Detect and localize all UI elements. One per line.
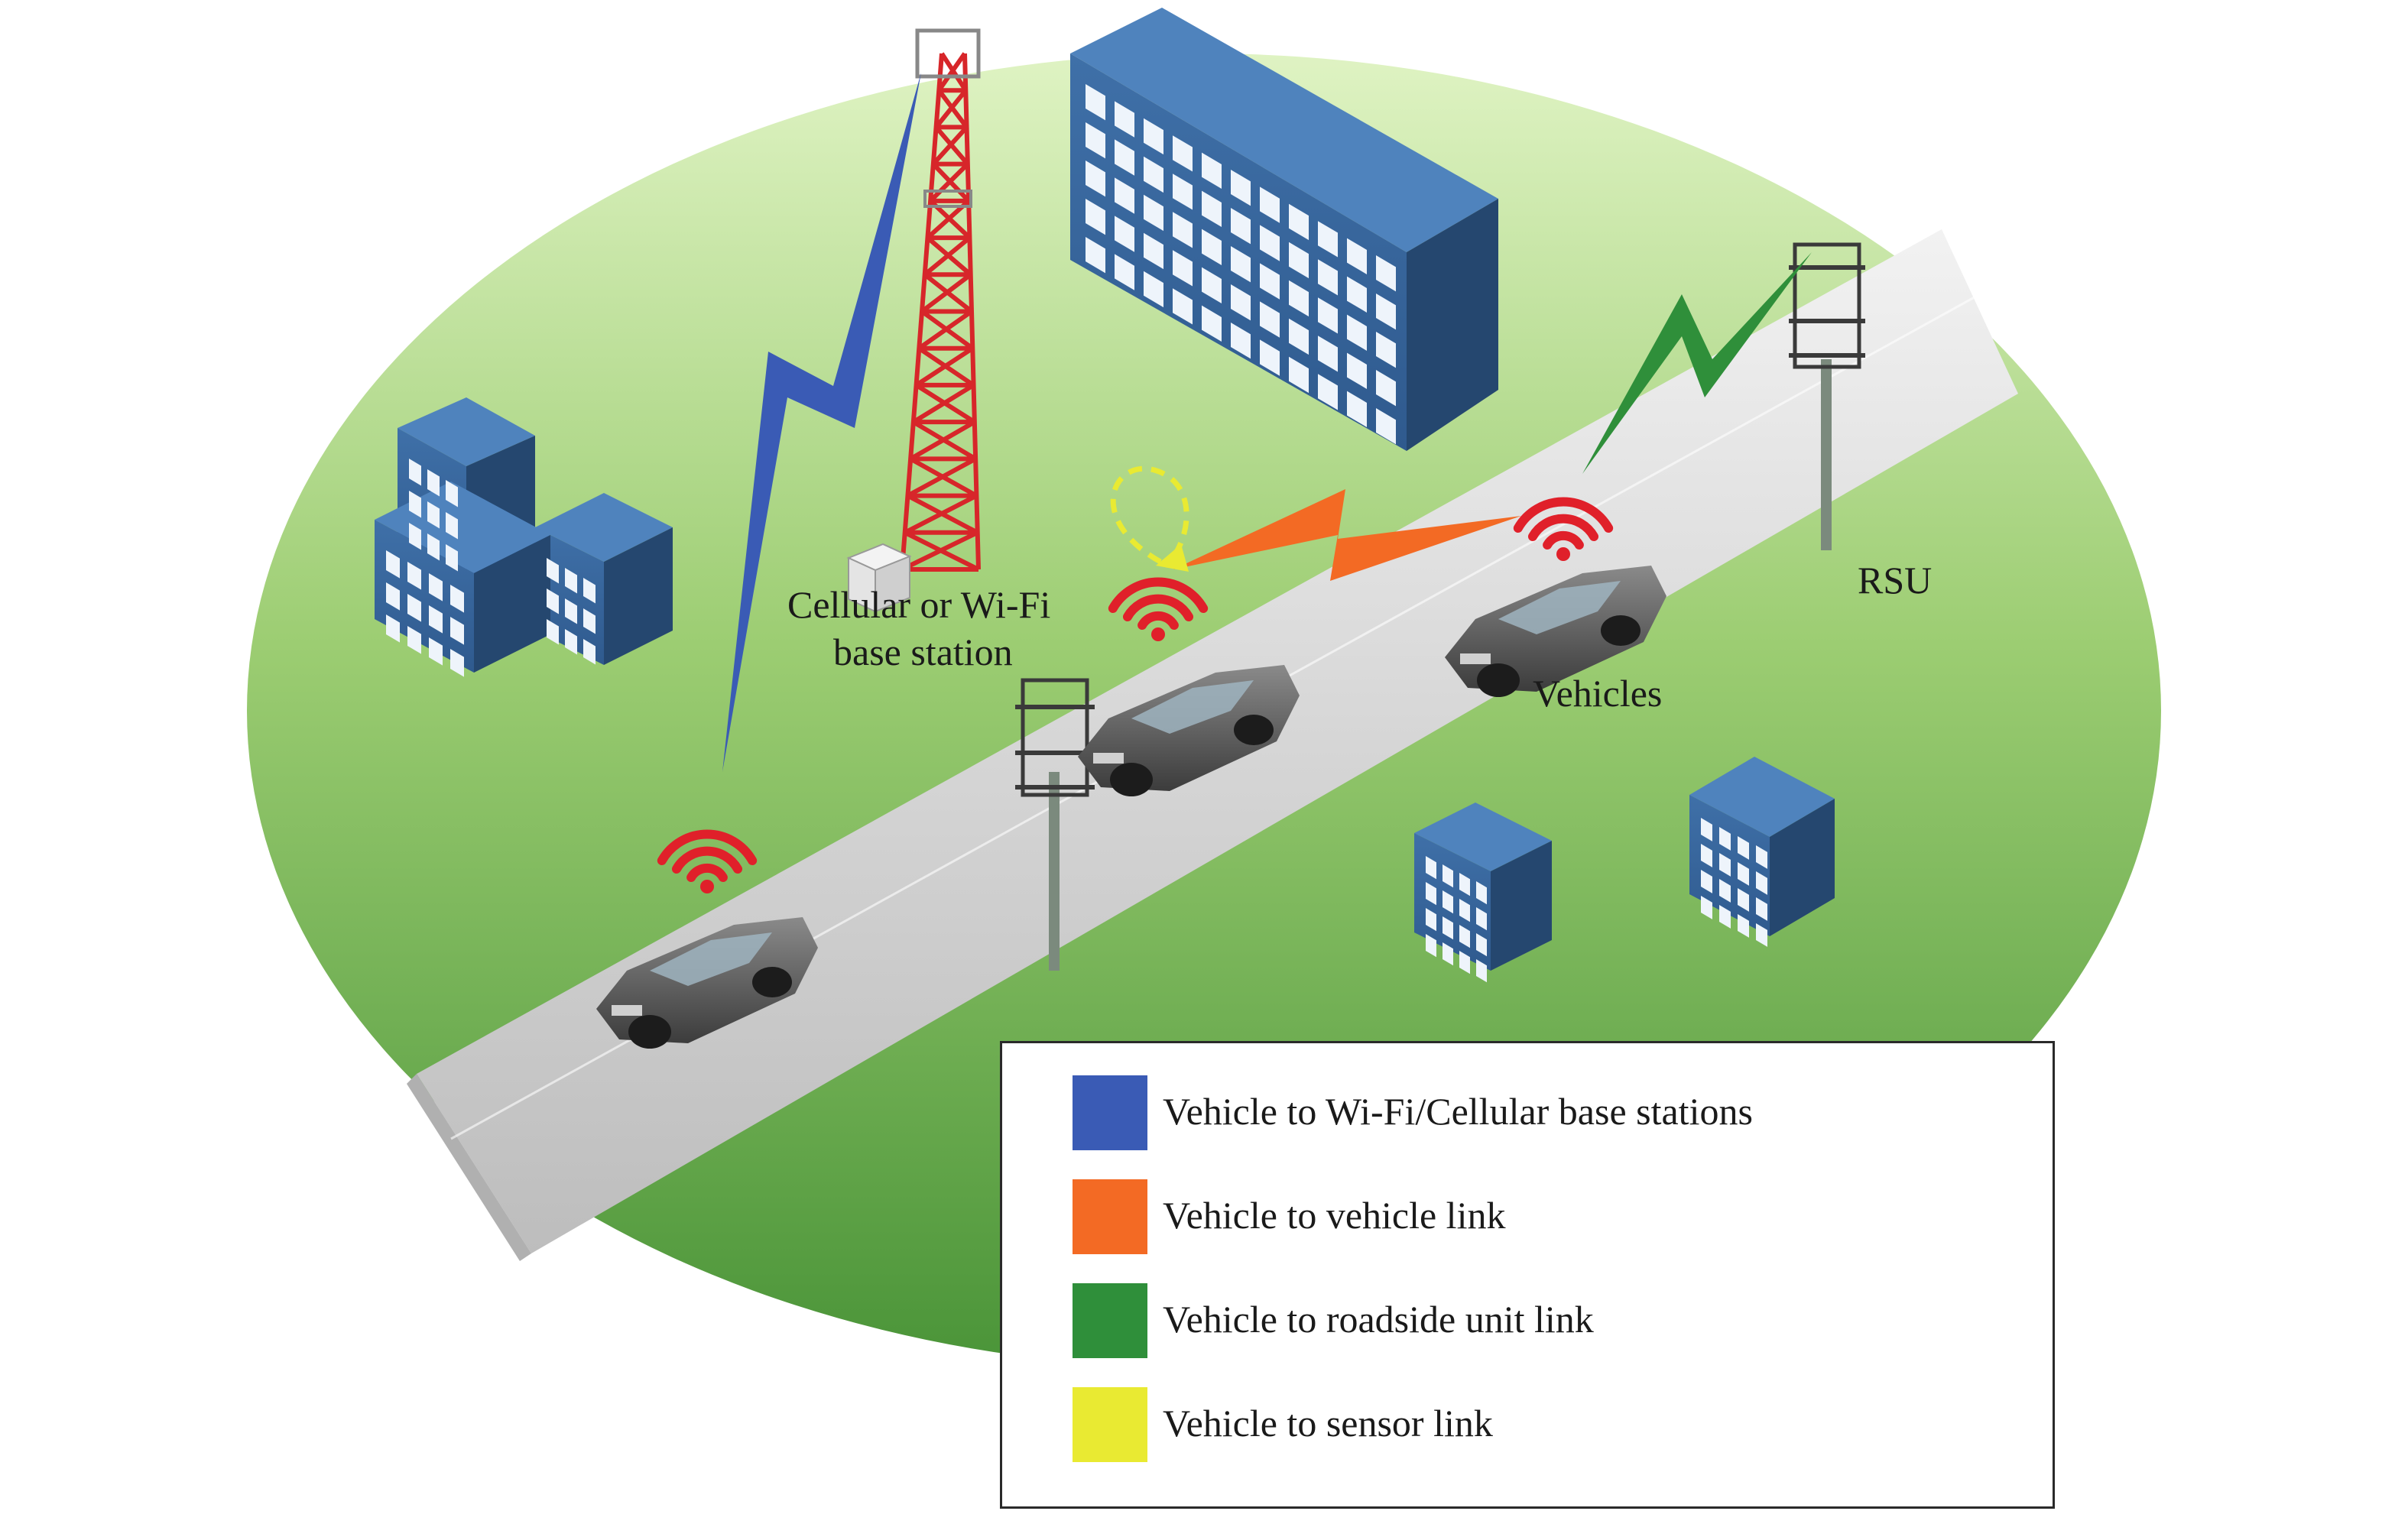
legend-swatch xyxy=(1073,1179,1147,1254)
rsu-label: RSU xyxy=(1858,559,1933,601)
sensor-arrow-icon xyxy=(1156,544,1189,572)
building-small-2 xyxy=(1689,757,1835,947)
building-cluster-left xyxy=(375,397,673,677)
legend-swatch xyxy=(1073,1283,1147,1358)
legend-label: Vehicle to vehicle link xyxy=(1163,1194,1506,1237)
vehicle-1 xyxy=(596,917,818,1049)
legend-label: Vehicle to roadside unit link xyxy=(1163,1298,1594,1341)
link-base-station xyxy=(722,73,921,772)
legend-swatch xyxy=(1073,1387,1147,1462)
link-vehicle-to-rsu xyxy=(1582,252,1812,474)
link-vehicle-to-vehicle xyxy=(1173,489,1521,581)
base-station-label-line2: base station xyxy=(833,631,1013,673)
office-building-large xyxy=(1070,8,1498,451)
wifi-signal-icon xyxy=(1513,497,1614,561)
roadside-tower xyxy=(1015,678,1095,971)
link-vehicle-to-sensor xyxy=(1110,465,1189,565)
vehicle-2 xyxy=(1078,665,1300,796)
vehicles-label: Vehicles xyxy=(1533,672,1663,715)
rsu-tower xyxy=(1789,242,1865,550)
legend-swatch xyxy=(1073,1075,1147,1150)
wifi-signal-icon xyxy=(1108,577,1209,641)
base-station-cabinet xyxy=(846,543,912,613)
cellular-lattice-tower xyxy=(900,28,981,572)
legend-label: Vehicle to sensor link xyxy=(1163,1402,1493,1445)
vehicle-3 xyxy=(1445,566,1666,697)
legend-label: Vehicle to Wi-Fi/Cellular base stations xyxy=(1163,1090,1753,1133)
building-small-1 xyxy=(1414,803,1552,983)
legend-box: Vehicle to Wi-Fi/Cellular base stations … xyxy=(1000,1041,2055,1509)
wifi-signal-icon xyxy=(657,829,758,893)
base-station-label-line1: Cellular or Wi-Fi xyxy=(787,583,1051,626)
